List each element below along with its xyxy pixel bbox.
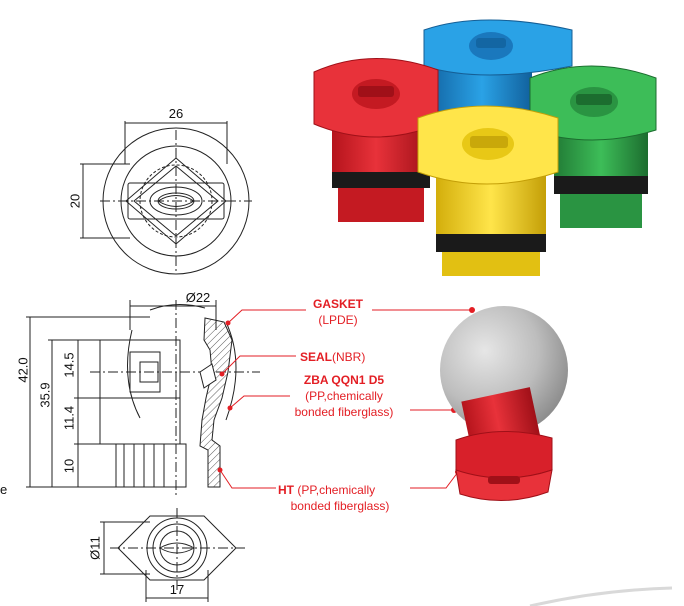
four-nozzles-photo (313, 19, 657, 276)
dim-bottom-diameter: Ø11 (87, 536, 102, 560)
green-nozzle (529, 65, 657, 228)
gasket-material: (LPDE) (318, 313, 357, 327)
dim-top-height: 20 (67, 194, 82, 208)
gasket-dot (225, 320, 231, 326)
ball-nozzle-photo (440, 306, 568, 501)
ht-material-2: bonded fiberglass) (291, 499, 390, 513)
stray-letter: e (0, 482, 7, 497)
yellow-nozzle (417, 105, 559, 276)
section-hatch (199, 317, 233, 488)
seal-dot (219, 371, 225, 377)
seal-material: (NBR) (332, 350, 365, 364)
dim-bottom-width: 17 (170, 582, 184, 597)
dim-seg-2: 11.4 (61, 406, 76, 430)
gasket-photo-dot (469, 307, 475, 313)
dim-body-height: 35.9 (37, 382, 52, 407)
dim-seg-3: 10 (61, 459, 76, 473)
seal-ring (199, 363, 217, 389)
callout-lines (219, 309, 472, 489)
zba-label: ZBA QQN1 D5 (304, 373, 385, 387)
gasket-label: GASKET (313, 297, 364, 311)
dim-top-width: 26 (169, 106, 183, 121)
zba-material-2: bonded fiberglass) (295, 405, 394, 419)
seal-label: SEAL (300, 350, 332, 364)
dim-total-height: 42.0 (15, 357, 30, 382)
seal-label-group: SEAL(NBR) (300, 350, 365, 364)
surface-reflection (529, 586, 673, 606)
top-view-drawing (80, 121, 252, 275)
zba-material-1: (PP,chemically (305, 389, 383, 403)
ht-dot (217, 467, 223, 473)
section-view-drawing (26, 300, 260, 495)
bottom-view-drawing (100, 508, 245, 602)
ht-label: HT (278, 483, 295, 497)
dim-seg-1: 14.5 (61, 352, 76, 377)
dim-section-diameter: Ø22 (186, 290, 211, 305)
red-nozzle (313, 58, 439, 222)
ht-label-group: HT (PP,chemically (278, 483, 375, 497)
ht-material-1: (PP,chemically (294, 483, 375, 497)
zba-dot (227, 405, 233, 411)
